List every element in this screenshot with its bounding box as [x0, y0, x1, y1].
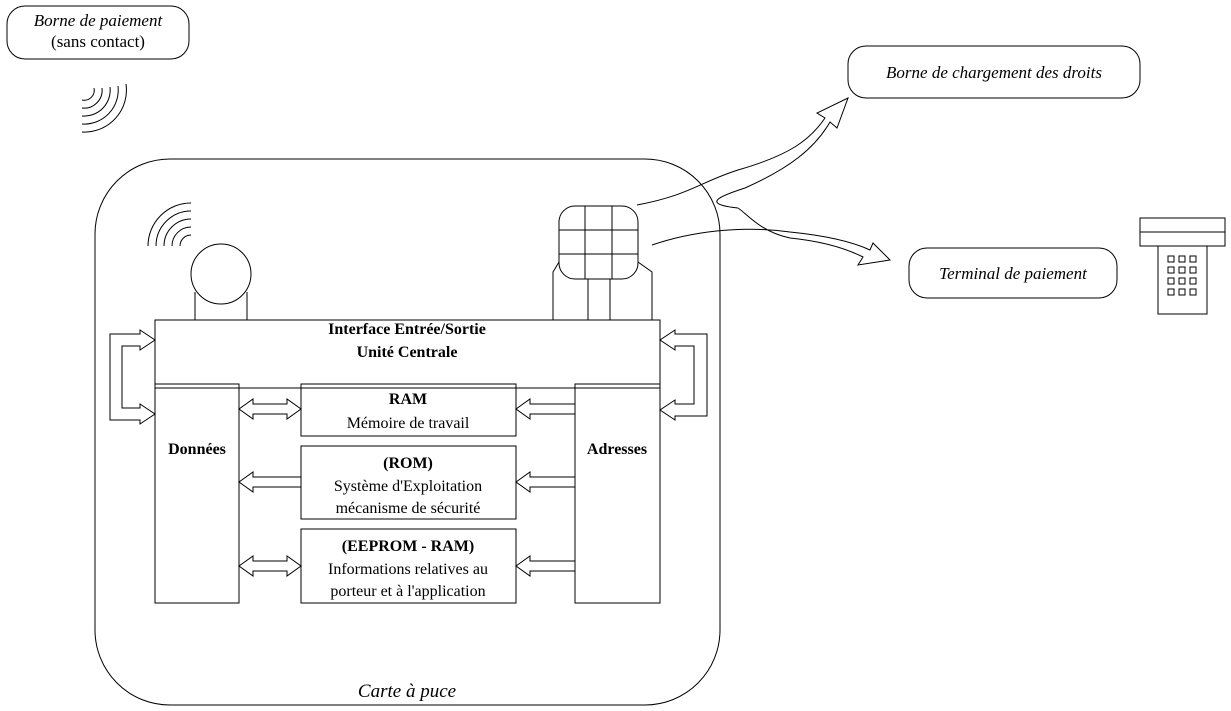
rom-title: (ROM)	[383, 455, 433, 472]
payment-terminal-box	[908, 247, 1118, 299]
rom-desc-line1: Système d'Exploitation	[334, 478, 482, 495]
arrow-rom-data	[238, 471, 302, 493]
ram-box	[300, 383, 517, 437]
arrow-address-rom	[515, 471, 576, 493]
antenna-icon	[147, 202, 252, 320]
rom-desc-line2: mécanisme de sécurité	[336, 500, 481, 517]
smart-card-outline	[94, 158, 721, 706]
contact-chip-icon	[552, 205, 653, 320]
address-bus-label: Adresses	[587, 441, 647, 458]
contactless-terminal-subtitle: (sans contact)	[51, 32, 145, 51]
contactless-waves-icon	[81, 83, 127, 133]
left-loop-arrow	[109, 329, 156, 425]
contactless-terminal-box	[6, 5, 190, 60]
eeprom-title: (EEPROM - RAM)	[342, 538, 474, 555]
arrow-address-ram	[515, 398, 576, 420]
ram-desc: Mémoire de travail	[347, 415, 470, 432]
eeprom-desc-line2: porteur et à l'application	[330, 583, 485, 600]
card-label: Carte à puce	[358, 681, 456, 702]
io-unit-line1: Interface Entrée/Sortie	[328, 321, 486, 338]
reload-terminal-box	[847, 45, 1141, 99]
arrow-address-eeprom	[515, 555, 576, 577]
arrow-data-ram	[238, 398, 302, 420]
eeprom-desc-line1: Informations relatives au	[328, 561, 488, 578]
payment-device-icon	[1139, 217, 1226, 315]
address-bus-box	[574, 383, 661, 604]
contactless-terminal-title: Borne de paiement	[34, 11, 164, 30]
data-bus-label: Données	[168, 441, 226, 458]
data-bus-box	[154, 383, 240, 604]
arrow-data-eeprom	[238, 555, 302, 577]
arrow-to-payment-terminal	[651, 207, 892, 266]
arrow-to-reload-terminal	[636, 97, 849, 209]
ram-title: RAM	[389, 391, 427, 408]
right-loop-arrow	[659, 329, 708, 421]
payment-terminal-label: Terminal de paiement	[939, 264, 1088, 283]
io-unit-box	[154, 319, 661, 389]
reload-terminal-label: Borne de chargement des droits	[886, 63, 1102, 82]
io-unit-line2: Unité Centrale	[357, 344, 458, 361]
